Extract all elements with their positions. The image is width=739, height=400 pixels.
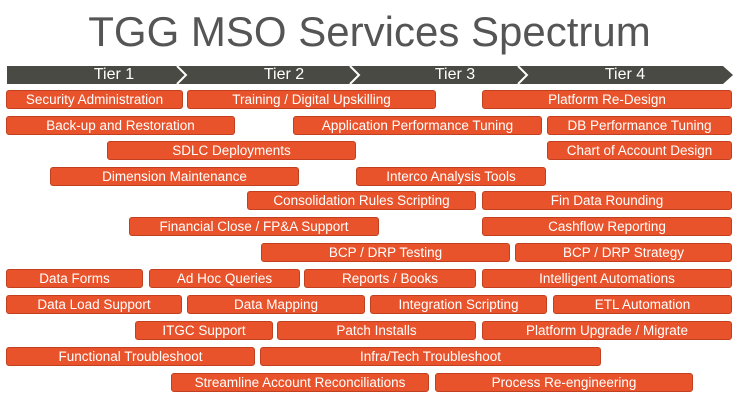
service-dimension-maintenance: Dimension Maintenance [50, 167, 299, 186]
service-cashflow-reporting: Cashflow Reporting [482, 217, 732, 236]
service-process-reengineering: Process Re-engineering [435, 373, 693, 392]
tier-divider-2 [349, 66, 361, 84]
service-platform-upgrade-migrate: Platform Upgrade / Migrate [482, 321, 732, 340]
tier-2-label: Tier 2 [263, 66, 305, 83]
service-db-performance-tuning: DB Performance Tuning [547, 116, 732, 135]
service-reports-books: Reports / Books [304, 269, 476, 288]
service-intelligent-automations: Intelligent Automations [482, 269, 732, 288]
service-application-performance-tuning: Application Performance Tuning [293, 116, 542, 135]
service-data-load-support: Data Load Support [6, 295, 182, 314]
tier-divider-1 [176, 66, 188, 84]
service-platform-redesign: Platform Re-Design [482, 90, 732, 109]
service-integration-scripting: Integration Scripting [370, 295, 547, 314]
tier-4-label: Tier 4 [604, 66, 646, 83]
service-functional-troubleshoot: Functional Troubleshoot [6, 347, 255, 366]
service-streamline-account-reconciliations: Streamline Account Reconciliations [171, 373, 429, 392]
service-data-mapping: Data Mapping [187, 295, 365, 314]
service-data-forms: Data Forms [6, 269, 143, 288]
page-title: TGG MSO Services Spectrum [88, 8, 651, 55]
tier-divider-3 [517, 66, 529, 84]
service-infra-tech-troubleshoot: Infra/Tech Troubleshoot [260, 347, 601, 366]
tier-bar-shape [7, 66, 733, 84]
service-training-digital-upskilling: Training / Digital Upskilling [187, 90, 436, 109]
service-itgc-support: ITGC Support [135, 321, 273, 340]
service-consolidation-rules-scripting: Consolidation Rules Scripting [247, 191, 476, 210]
service-ad-hoc-queries: Ad Hoc Queries [149, 269, 300, 288]
service-bcp-drp-strategy: BCP / DRP Strategy [515, 243, 732, 262]
tier-arrow-graphic [7, 66, 733, 84]
tier-1-label: Tier 1 [93, 66, 135, 83]
service-backup-restoration: Back-up and Restoration [6, 116, 235, 135]
service-etl-automation: ETL Automation [553, 295, 732, 314]
service-patch-installs: Patch Installs [277, 321, 476, 340]
service-bcp-drp-testing: BCP / DRP Testing [261, 243, 510, 262]
service-sdlc-deployments: SDLC Deployments [107, 141, 356, 160]
service-chart-of-account-design: Chart of Account Design [547, 141, 732, 160]
tier-arrow-bar: Tier 1 Tier 2 Tier 3 Tier 4 [7, 66, 733, 84]
service-security-administration: Security Administration [6, 90, 183, 109]
tier-3-label: Tier 3 [434, 66, 476, 83]
service-interco-analysis-tools: Interco Analysis Tools [356, 167, 546, 186]
service-fin-data-rounding: Fin Data Rounding [482, 191, 732, 210]
service-financial-close-fpa-support: Financial Close / FP&A Support [129, 217, 379, 236]
